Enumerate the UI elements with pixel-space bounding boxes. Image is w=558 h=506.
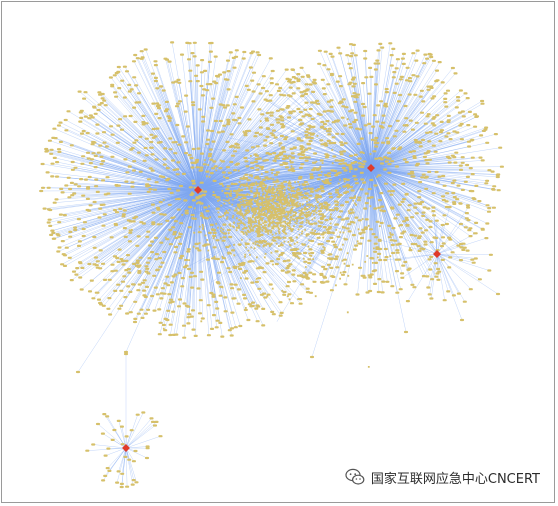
hub-node-hub-1 [194, 186, 202, 194]
watermark: 国家互联网应急中心CNCERT [345, 466, 540, 488]
hub-node-hub-2 [367, 164, 375, 172]
leaf-node-layer [39, 41, 504, 489]
hub-node-hub-3 [433, 250, 441, 258]
watermark-text: 国家互联网应急中心CNCERT [370, 471, 540, 487]
hub-edges [41, 42, 502, 488]
leaf-nodes [39, 41, 504, 489]
wechat-icon [345, 468, 365, 485]
edge-layer [41, 42, 502, 488]
